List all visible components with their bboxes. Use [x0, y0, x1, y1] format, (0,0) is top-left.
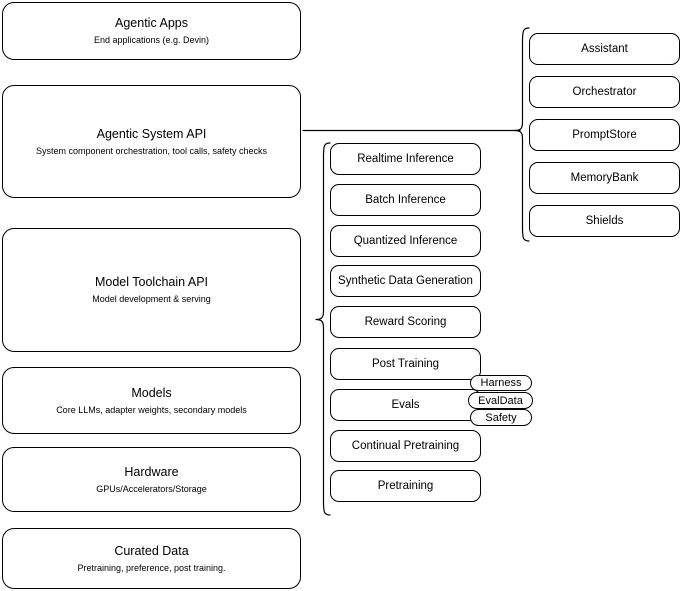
toolchain-item-evals[interactable]: Evals: [330, 389, 481, 421]
system-item-label: MemoryBank: [570, 172, 639, 184]
system-item-label: Assistant: [581, 43, 628, 55]
layer-title: Curated Data: [114, 543, 189, 558]
toolchain-item-synthetic-data-generation[interactable]: Synthetic Data Generation: [330, 265, 481, 297]
system-item-shields[interactable]: Shields: [529, 205, 680, 237]
toolchain-item-pretraining[interactable]: Pretraining: [330, 470, 481, 502]
system-item-label: Orchestrator: [572, 86, 637, 98]
toolchain-item-continual-pretraining[interactable]: Continual Pretraining: [330, 430, 481, 462]
eval-pill-label: Harness: [480, 377, 522, 389]
toolchain-item-label: Quantized Inference: [353, 235, 458, 247]
system-item-orchestrator[interactable]: Orchestrator: [529, 76, 680, 108]
system-item-label: Shields: [585, 215, 624, 227]
layer-subtitle: Core LLMs, adapter weights, secondary mo…: [56, 404, 247, 415]
model-toolchain-brace: [315, 142, 331, 516]
toolchain-item-batch-inference[interactable]: Batch Inference: [330, 184, 481, 216]
layer-title: Agentic System API: [96, 126, 207, 141]
toolchain-item-label: Synthetic Data Generation: [338, 275, 473, 287]
system-item-promptstore[interactable]: PromptStore: [529, 119, 680, 151]
system-item-assistant[interactable]: Assistant: [529, 33, 680, 65]
toolchain-item-label: Realtime Inference: [357, 153, 454, 165]
toolchain-item-label: Pretraining: [377, 480, 434, 492]
toolchain-item-reward-scoring[interactable]: Reward Scoring: [330, 306, 481, 338]
eval-pill-label: EvalData: [478, 394, 523, 407]
toolchain-item-realtime-inference[interactable]: Realtime Inference: [330, 143, 481, 175]
layer-title: Hardware: [124, 464, 179, 479]
system-components-brace: [514, 27, 530, 242]
eval-pill-harness[interactable]: Harness: [470, 375, 532, 391]
toolchain-item-label: Reward Scoring: [364, 316, 447, 328]
layer-title: Model Toolchain API: [94, 275, 209, 289]
layer-title: Models: [131, 385, 172, 400]
system-item-memorybank[interactable]: MemoryBank: [529, 162, 680, 194]
eval-pill-safety[interactable]: Safety: [470, 409, 532, 426]
toolchain-item-label: Continual Pretraining: [351, 440, 460, 452]
layer-subtitle: Pretraining, preference, post training.: [77, 562, 226, 573]
system-item-label: PromptStore: [572, 129, 637, 141]
eval-pill-label: Safety: [485, 411, 517, 424]
layer-models[interactable]: Models Core LLMs, adapter weights, secon…: [2, 367, 301, 434]
layer-hardware[interactable]: Hardware GPUs/Accelerators/Storage: [2, 447, 301, 512]
layer-curated-data[interactable]: Curated Data Pretraining, preference, po…: [2, 528, 301, 589]
eval-pill-evaldata[interactable]: EvalData: [468, 392, 533, 409]
layer-subtitle: End applications (e.g. Devin): [93, 35, 210, 45]
toolchain-item-label: Batch Inference: [365, 194, 446, 206]
toolchain-item-quantized-inference[interactable]: Quantized Inference: [330, 225, 481, 257]
layer-title: Agentic Apps: [115, 16, 188, 30]
layer-subtitle: Model development & serving: [92, 294, 211, 304]
layer-agentic-apps[interactable]: Agentic Apps End applications (e.g. Devi…: [2, 2, 301, 60]
layer-model-toolchain-api[interactable]: Model Toolchain API Model development & …: [2, 228, 301, 352]
toolchain-item-label: Post Training: [371, 358, 440, 370]
toolchain-item-post-training[interactable]: Post Training: [330, 348, 481, 380]
layer-subtitle: GPUs/Accelerators/Storage: [96, 483, 207, 494]
layer-subtitle: System component orchestration, tool cal…: [35, 145, 268, 156]
layer-agentic-system-api[interactable]: Agentic System API System component orch…: [2, 85, 301, 198]
toolchain-item-label: Evals: [391, 399, 420, 411]
